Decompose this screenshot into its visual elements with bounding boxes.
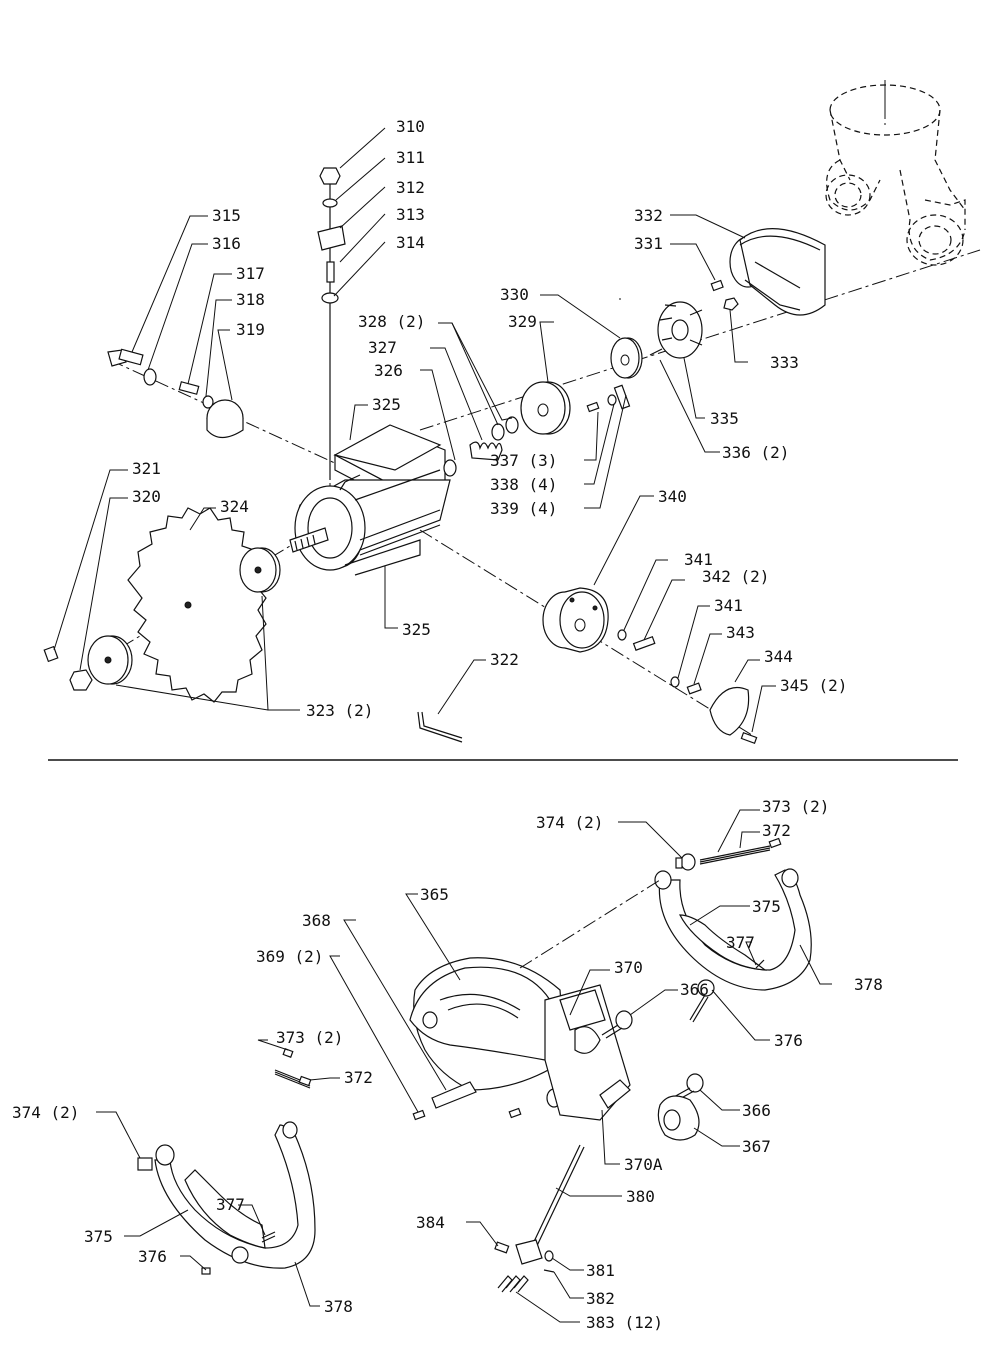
- motor-arm-casting: [825, 80, 966, 266]
- label-345: 345 (2): [780, 676, 847, 695]
- rod-assembly-380: [494, 1144, 585, 1293]
- disk-329: [520, 381, 571, 435]
- label-373-right: 373 (2): [762, 797, 829, 816]
- label-312: 312: [396, 178, 425, 197]
- label-315: 315: [212, 206, 241, 225]
- label-318: 318: [236, 290, 265, 309]
- label-368: 368: [302, 911, 331, 930]
- motor-assembly-section: 310 311 312 313 314 315 316 317 318 319 …: [43, 80, 981, 744]
- fan-335: [657, 301, 703, 359]
- label-367: 367: [742, 1137, 771, 1156]
- label-381: 381: [586, 1261, 615, 1280]
- screw-nut-331-333: [710, 279, 739, 311]
- label-339: 339 (4): [490, 499, 557, 518]
- label-378-left: 378: [324, 1297, 353, 1316]
- label-344: 344: [764, 647, 793, 666]
- label-341-bottom: 341: [714, 596, 743, 615]
- label-324: 324: [220, 497, 249, 516]
- motor-325: [289, 424, 457, 576]
- label-314: 314: [396, 233, 425, 252]
- label-325-bottom: 325: [402, 620, 431, 639]
- label-342: 342 (2): [702, 567, 769, 586]
- label-377-right: 377: [726, 933, 755, 952]
- label-341-top: 341: [684, 550, 713, 569]
- hardware-341-345: [617, 629, 758, 744]
- left-guard-assembly: [137, 1048, 316, 1275]
- label-329: 329: [508, 312, 537, 331]
- leader-lines-upper: [53, 127, 776, 733]
- label-336: 336 (2): [722, 443, 789, 462]
- label-384: 384: [416, 1213, 445, 1232]
- label-337: 337 (3): [490, 451, 557, 470]
- left-hardware: [107, 348, 244, 439]
- knob-367: [657, 1095, 700, 1141]
- label-313: 313: [396, 205, 425, 224]
- label-373-left: 373 (2): [276, 1028, 343, 1047]
- saw-blade-324: [127, 507, 267, 703]
- label-365: 365: [420, 885, 449, 904]
- label-343: 343: [726, 623, 755, 642]
- label-323: 323 (2): [306, 701, 373, 720]
- label-370A: 370A: [624, 1155, 663, 1174]
- label-383: 383 (12): [586, 1313, 663, 1332]
- label-333: 333: [770, 353, 799, 372]
- label-311: 311: [396, 148, 425, 167]
- label-335: 335: [710, 409, 739, 428]
- label-338: 338 (4): [490, 475, 557, 494]
- screws-366: [601, 1010, 704, 1102]
- small-fasteners: [586, 384, 631, 413]
- label-340: 340: [658, 487, 687, 506]
- label-326: 326: [374, 361, 403, 380]
- leader-lines-lower: [96, 809, 832, 1323]
- label-376-right: 376: [774, 1031, 803, 1050]
- label-331: 331: [634, 234, 663, 253]
- label-369: 369 (2): [256, 947, 323, 966]
- labels-lower: 365 368 369 (2) 370 366 366 367 370A 380…: [12, 797, 883, 1332]
- label-330: 330: [500, 285, 529, 304]
- label-375-left: 375: [84, 1227, 113, 1246]
- label-317: 317: [236, 264, 265, 283]
- label-310: 310: [396, 117, 425, 136]
- nut-setscrew-320-321: [43, 645, 93, 691]
- label-319: 319: [236, 320, 265, 339]
- label-370: 370: [614, 958, 643, 977]
- hex-key-322: [417, 711, 463, 743]
- mounting-stack: [317, 167, 346, 480]
- blade-guard-section: 365 368 369 (2) 370 366 366 367 370A 380…: [12, 797, 883, 1332]
- label-382: 382: [586, 1289, 615, 1308]
- label-321: 321: [132, 459, 161, 478]
- label-374-right: 374 (2): [536, 813, 603, 832]
- label-332: 332: [634, 206, 663, 225]
- fan-guard-332: [729, 228, 826, 316]
- label-327: 327: [368, 338, 397, 357]
- label-380: 380: [626, 1187, 655, 1206]
- label-374-left: 374 (2): [12, 1103, 79, 1122]
- right-guard-assembly: [654, 837, 812, 1023]
- label-316: 316: [212, 234, 241, 253]
- label-372-right: 372: [762, 821, 791, 840]
- flanges-323: [87, 547, 281, 685]
- label-377-left: 377: [216, 1195, 245, 1214]
- parts-368-369: [412, 1081, 477, 1121]
- label-366-bottom: 366: [742, 1101, 771, 1120]
- labels-upper: 310 311 312 313 314 315 316 317 318 319 …: [132, 117, 847, 720]
- label-320: 320: [132, 487, 161, 506]
- label-325-top: 325: [372, 395, 401, 414]
- label-366-top: 366: [680, 980, 709, 999]
- label-376-left: 376: [138, 1247, 167, 1266]
- label-372-left: 372: [344, 1068, 373, 1087]
- label-375-right: 375: [752, 897, 781, 916]
- label-322: 322: [490, 650, 519, 669]
- flange-330: [610, 337, 663, 379]
- label-378-right: 378: [854, 975, 883, 994]
- label-328: 328 (2): [358, 312, 425, 331]
- flange-340: [542, 587, 609, 653]
